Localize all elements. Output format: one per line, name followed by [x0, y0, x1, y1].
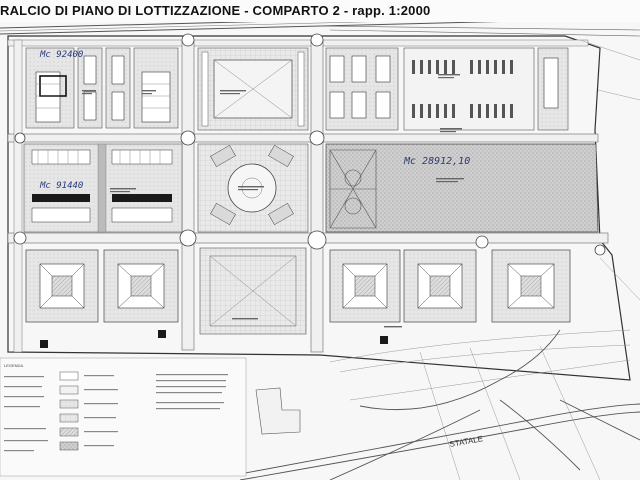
block-top-center-plaza	[197, 47, 309, 131]
legend-swatches	[59, 371, 79, 451]
annotation-mc-middle-left: Mc 91440	[39, 181, 83, 191]
block-main-plaza	[325, 143, 599, 233]
annotation-mc-big-plaza: Mc 28912,10	[403, 156, 470, 167]
block-top-right	[325, 47, 569, 131]
existing-building	[255, 387, 301, 435]
annotation-mc-top-left: Mc 92400	[39, 50, 83, 60]
courtyard-blocks	[25, 247, 571, 348]
block-middle-center-plaza	[197, 143, 309, 233]
statale-road	[239, 329, 640, 480]
block-top-left	[25, 47, 179, 129]
roundabouts	[13, 33, 606, 256]
plan-title: RALCIO DI PIANO DI LOTTIZZAZIONE - COMPA…	[0, 0, 640, 22]
legend-text-lines	[4, 374, 228, 452]
road-north-south-left	[181, 39, 195, 351]
legend-heading: LEGENDA	[4, 363, 23, 368]
legend-panel: LEGENDA	[0, 357, 247, 477]
block-middle-left	[23, 143, 183, 233]
road-east-west-upper	[7, 133, 599, 143]
road-north-south-center	[310, 39, 324, 353]
lot-labels	[82, 74, 464, 328]
